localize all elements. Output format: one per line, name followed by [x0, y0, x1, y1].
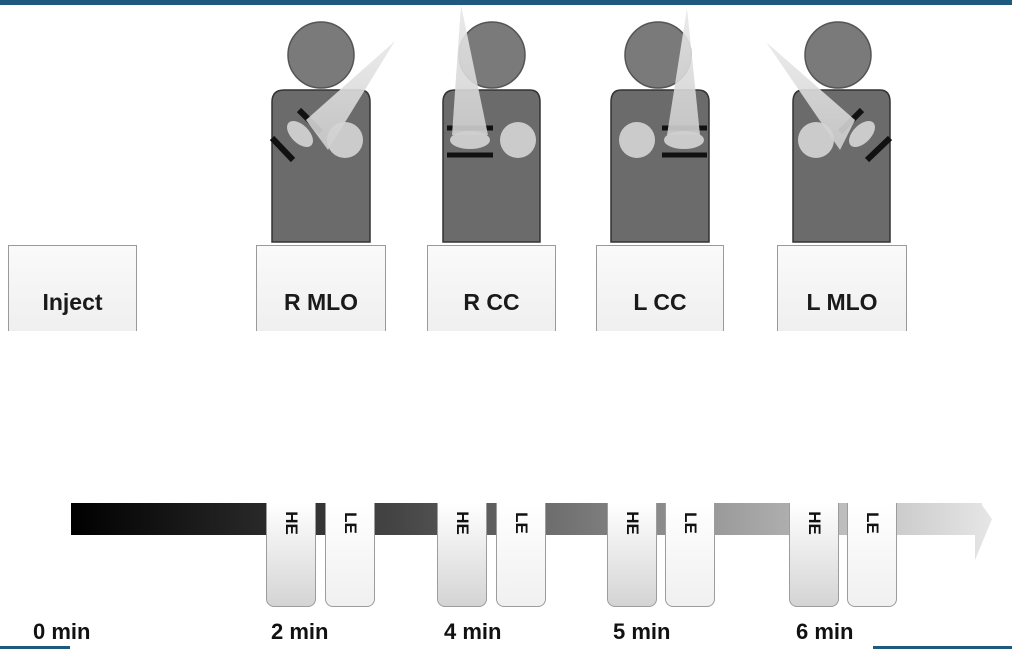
le-tab-4min: LE — [496, 503, 546, 607]
step-label-inject: Inject — [42, 289, 103, 315]
head-r-mlo — [287, 21, 355, 89]
breast-right-l-mlo — [798, 122, 834, 158]
he-tab-4min: HE — [437, 503, 487, 607]
step-box-l-cc: L CC — [596, 245, 724, 331]
figure-l-mlo — [766, 21, 893, 243]
breast-compressed-l-mlo — [849, 121, 875, 147]
breast-compressed-r-cc — [450, 131, 490, 149]
breast-compressed-l-cc — [664, 131, 704, 149]
bottom-frame-bar-right — [873, 646, 1012, 649]
step-label-l-mlo: L MLO — [806, 289, 878, 315]
xray-beam-l-cc — [667, 8, 700, 135]
time-label-1: 2 min — [271, 619, 329, 644]
figure-r-cc — [442, 5, 541, 243]
he-tab-label: HE — [805, 511, 824, 535]
step-box-inject: Inject — [8, 245, 137, 331]
he-tab-label: HE — [623, 511, 642, 535]
figure-r-mlo — [269, 21, 395, 243]
le-tab-label: LE — [512, 512, 531, 534]
he-tab-label: HE — [282, 511, 301, 535]
time-label-0: 0 min — [33, 619, 91, 644]
step-box-l-mlo: L MLO — [777, 245, 907, 331]
le-tab-label: LE — [863, 512, 882, 534]
he-tab-label: HE — [453, 511, 472, 535]
breast-left-r-cc — [500, 122, 536, 158]
he-tab-2min: HE — [266, 503, 316, 607]
le-tab-label: LE — [681, 512, 700, 534]
breast-right-l-cc — [619, 122, 655, 158]
le-tab-5min: LE — [665, 503, 715, 607]
time-label-3: 5 min — [613, 619, 671, 644]
xray-beam-l-mlo — [766, 42, 855, 150]
xray-beam-r-cc — [452, 5, 488, 135]
breast-compressed-r-mlo — [287, 121, 313, 147]
le-tab-2min: LE — [325, 503, 375, 607]
he-tab-5min: HE — [607, 503, 657, 607]
he-tab-6min: HE — [789, 503, 839, 607]
paddle-b-l-mlo — [864, 135, 893, 163]
step-box-r-mlo: R MLO — [256, 245, 386, 331]
step-box-r-cc: R CC — [427, 245, 556, 331]
paddle-a-r-mlo — [269, 135, 296, 163]
head-l-mlo — [804, 21, 872, 89]
top-frame-bar — [0, 0, 1012, 5]
bottom-frame-bar-left — [0, 646, 70, 649]
time-label-4: 6 min — [796, 619, 854, 644]
step-label-l-cc: L CC — [633, 289, 687, 315]
time-label-2: 4 min — [444, 619, 502, 644]
step-label-r-cc: R CC — [463, 289, 520, 315]
le-tab-label: LE — [341, 512, 360, 534]
le-tab-6min: LE — [847, 503, 897, 607]
xray-beam-r-mlo — [306, 41, 395, 150]
step-label-r-mlo: R MLO — [283, 289, 359, 315]
figure-l-cc — [610, 8, 710, 243]
